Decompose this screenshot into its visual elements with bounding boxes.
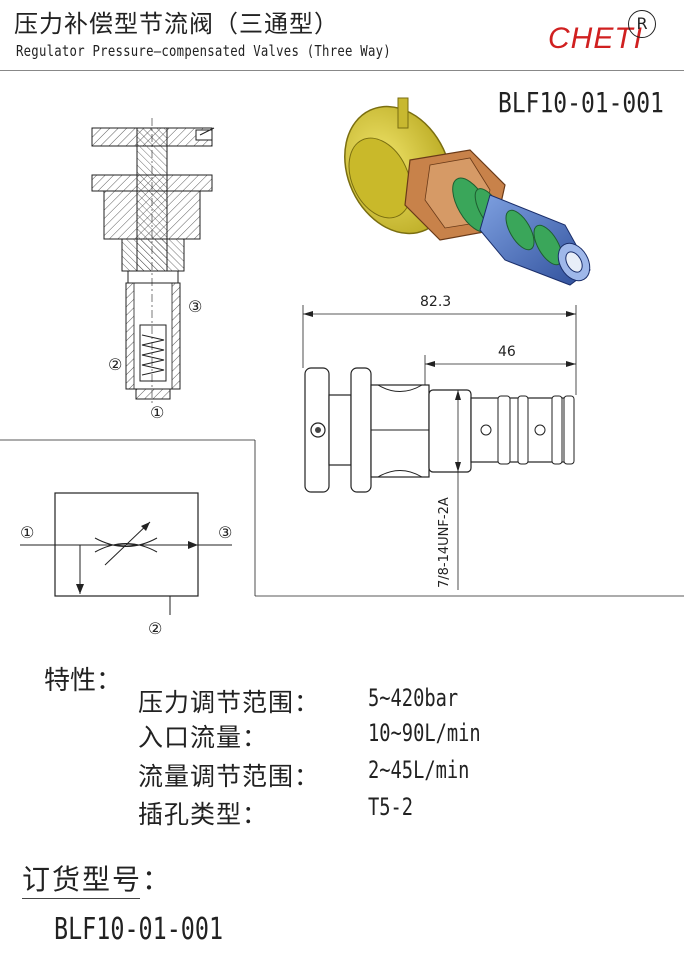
section-port-3: ③ — [188, 297, 202, 316]
ordering-heading: 订货型号： — [22, 863, 173, 896]
ordering-code: BLF10-01-001 — [54, 912, 224, 947]
spec-name-pressure-range: 压力调节范围： — [138, 688, 321, 717]
part-number-label: BLF10-01-001 — [498, 86, 664, 119]
spec-name-flow-range: 流量调节范围： — [138, 762, 321, 791]
section-view: ③ ② ① — [91, 118, 215, 422]
spec-value-pressure-range: 5~420bar — [368, 684, 459, 712]
ordering-underline — [22, 898, 140, 899]
header-divider — [0, 70, 684, 71]
brand-logo: CHETI — [548, 22, 643, 55]
hydraulic-symbol: ① ③ ② — [0, 439, 684, 638]
spec-value-cavity-type: T5-2 — [368, 793, 414, 821]
section-port-2: ② — [108, 355, 122, 374]
thread-spec-label: 7/8-14UNF-2A — [437, 497, 452, 588]
side-elevation: 82.3 46 7/8-14UNF-2A — [302, 294, 577, 590]
dim-cartridge-length: 46 — [498, 344, 516, 360]
dim-overall-length: 82.3 — [420, 294, 451, 310]
symbol-port-out: ③ — [218, 523, 232, 542]
spec-value-flow-range: 2~45L/min — [368, 756, 470, 784]
features-heading: 特性： — [44, 666, 123, 696]
spec-name-inlet-flow: 入口流量： — [138, 723, 269, 752]
symbol-port-drain: ② — [148, 619, 162, 638]
spec-value-inlet-flow: 10~90L/min — [368, 719, 481, 747]
page-title-en: Regulator Pressure—compensated Valves (T… — [16, 42, 391, 60]
section-port-1: ① — [150, 403, 164, 422]
spec-name-cavity-type: 插孔类型： — [138, 800, 269, 829]
registered-mark-icon: R — [628, 10, 656, 38]
symbol-port-in: ① — [20, 523, 34, 542]
page-title-cn: 压力补偿型节流阀（三通型） — [14, 10, 339, 38]
valve-3d-render — [344, 97, 591, 286]
